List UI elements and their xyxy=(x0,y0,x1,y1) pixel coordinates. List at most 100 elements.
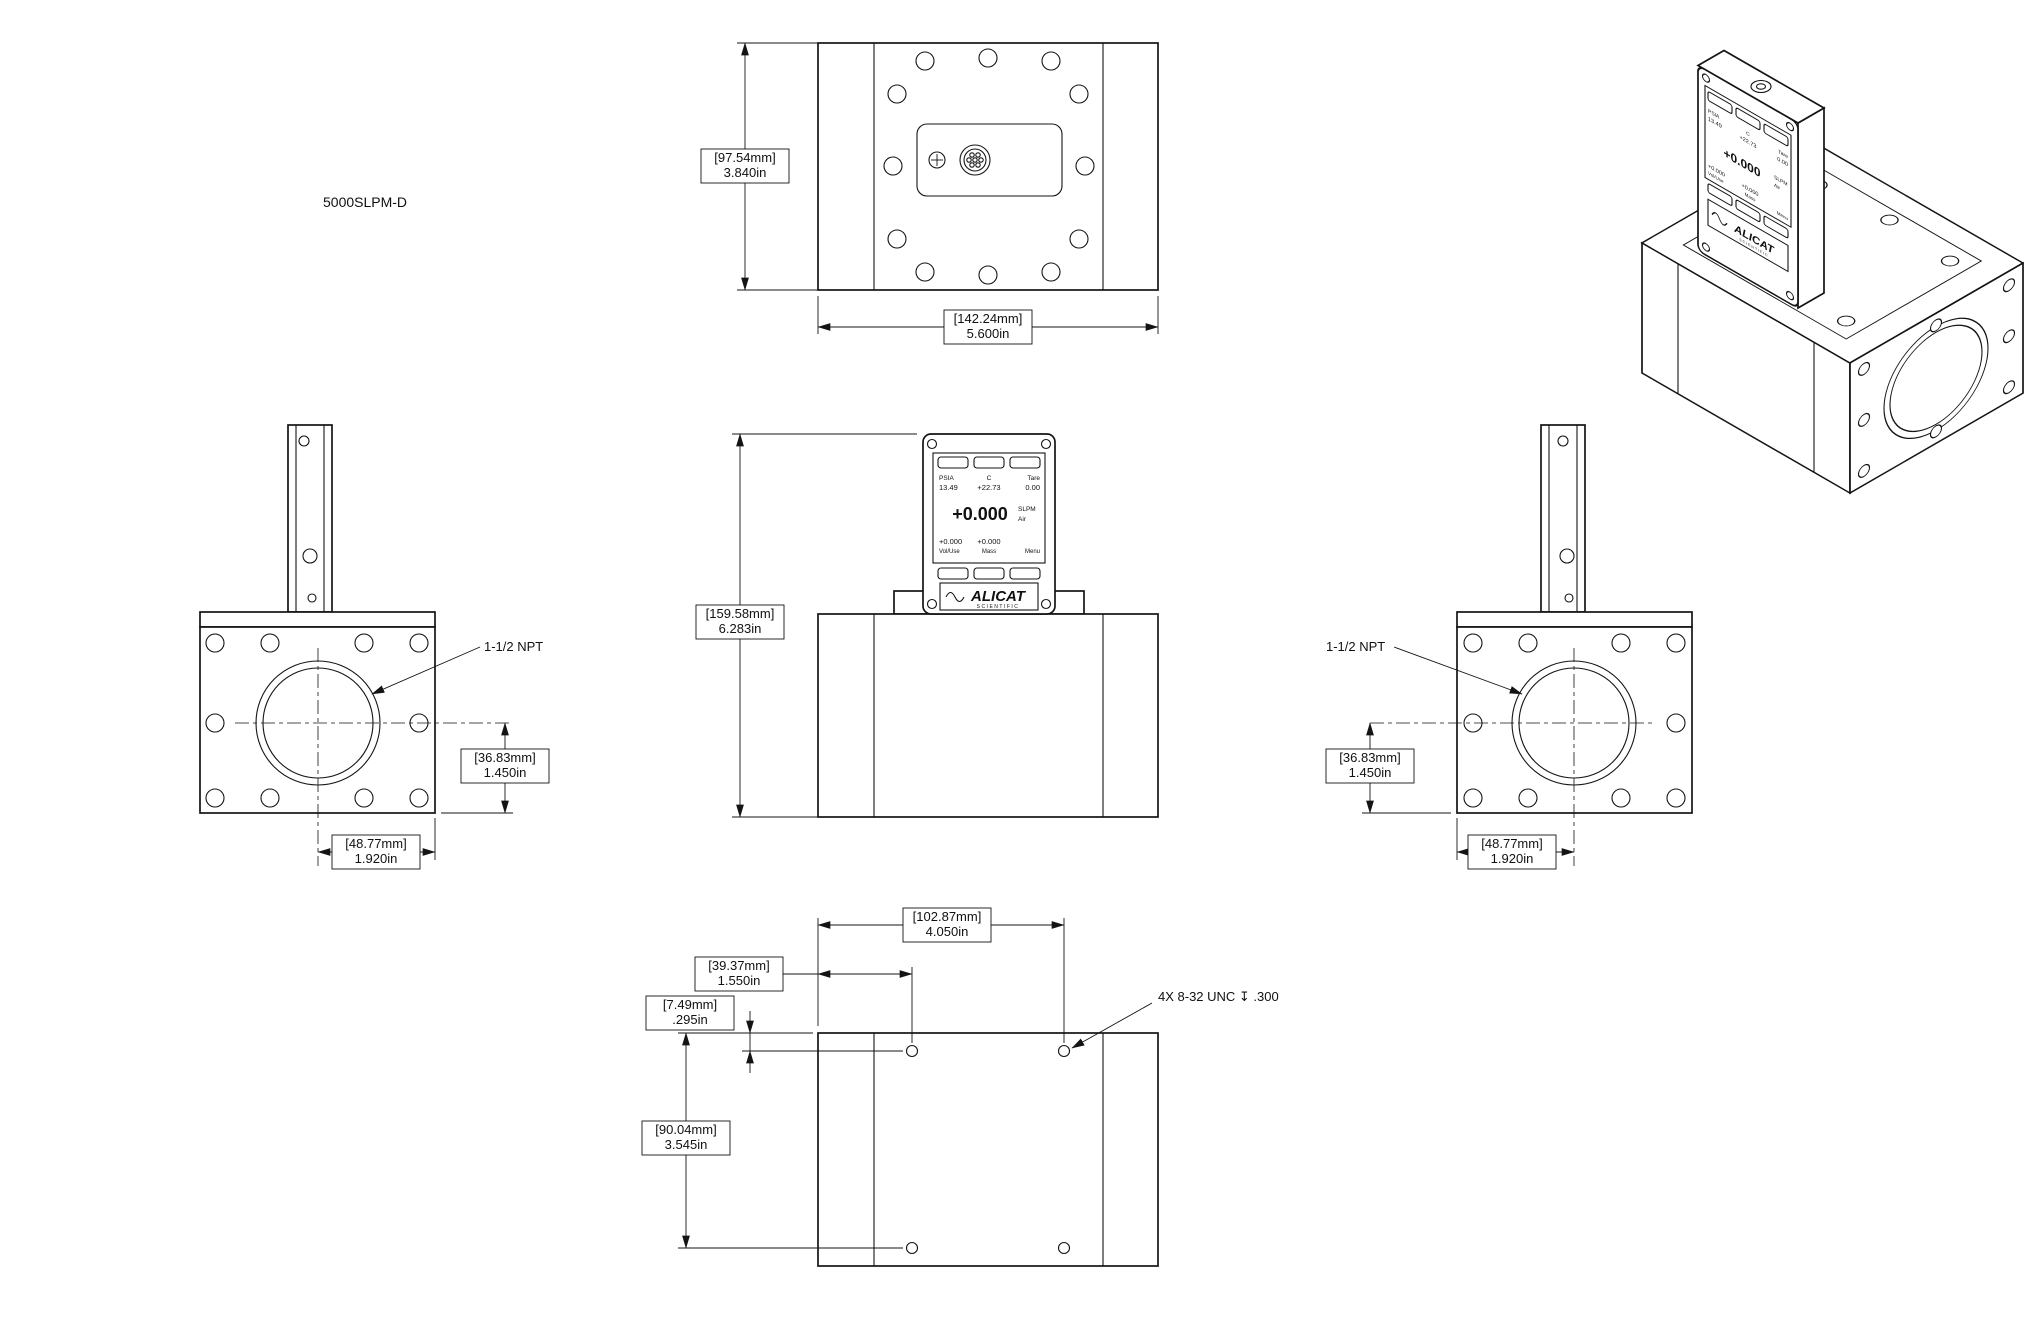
brand-sub: SCIENTIFIC xyxy=(977,604,1020,610)
soft-button xyxy=(1009,567,1041,580)
dim-text-in: 1.450in xyxy=(484,765,527,780)
lcd-screen xyxy=(1704,84,1792,229)
dim-text-mm: [36.83mm] xyxy=(1339,750,1400,765)
end-face-bolt-holes xyxy=(1463,633,1686,808)
bolt-hole xyxy=(2002,380,2016,395)
tab-hole xyxy=(1559,548,1575,564)
front-view-body-outline xyxy=(817,613,1159,818)
connector-plate xyxy=(916,123,1063,197)
top-connector xyxy=(1750,79,1772,94)
housing-screw xyxy=(1040,438,1052,450)
dim-text-in: 3.840in xyxy=(724,165,767,180)
dim-text-in: 5.600in xyxy=(967,326,1010,341)
menu-label: Menu xyxy=(1025,549,1040,555)
dim-hole-span: [102.87mm] 4.050in xyxy=(817,907,1065,1043)
left-side-view: 1-1/2 NPT [36.83mm] 1.450in [48.77mm] 1.… xyxy=(199,424,550,870)
isometric-view: PSIA C Tare 13.49 +22.73 0.00 +0.000 SLP… xyxy=(1640,49,2025,495)
tare-label: Tare xyxy=(1027,475,1040,482)
dim-hole-offset: [39.37mm] 1.550in xyxy=(694,956,913,1043)
dim-text-in: 1.920in xyxy=(355,851,398,866)
bolt-hole xyxy=(1518,633,1538,653)
flow-gas: Air xyxy=(1774,183,1780,192)
bolt-hole xyxy=(887,84,907,104)
bolt-hole xyxy=(1463,788,1483,808)
bolt-hole xyxy=(915,51,935,71)
pressure-label: PSIA xyxy=(1708,109,1720,121)
bolt-hole xyxy=(260,633,280,653)
dim-text-in: 1.450in xyxy=(1349,765,1392,780)
bolt-hole xyxy=(1857,412,1871,427)
tab-hole xyxy=(307,593,317,603)
bolt-hole xyxy=(354,633,374,653)
bolt-hole xyxy=(1611,788,1631,808)
bolt-hole xyxy=(1463,633,1483,653)
brand-plate xyxy=(939,582,1039,611)
tare-value: 0.00 xyxy=(1777,157,1788,169)
mounting-tab xyxy=(1540,424,1586,613)
npt-label: 1-1/2 NPT xyxy=(1326,639,1385,654)
soft-button xyxy=(973,567,1005,580)
top-connector-pin xyxy=(1755,83,1767,90)
tare-label: Tare xyxy=(1778,149,1788,160)
dim-text-mm: [48.77mm] xyxy=(345,836,406,851)
brand-plate xyxy=(1707,198,1789,273)
aux1-label: Vol/Use xyxy=(939,549,960,555)
bolt-hole xyxy=(1611,633,1631,653)
bolt-hole xyxy=(1940,255,1960,267)
brand-wave-icon xyxy=(945,591,965,603)
bolt-hole xyxy=(978,265,998,285)
tap-note: 4X 8-32 UNC ↧ .300 xyxy=(1158,989,1279,1004)
bolt-hole xyxy=(1069,229,1089,249)
dim-hole-edge: [7.49mm] .295in xyxy=(645,995,903,1073)
bottom-view: [102.87mm] 4.050in [39.37mm] 1.550in [7.… xyxy=(641,907,1279,1267)
pressure-label: PSIA xyxy=(939,475,954,482)
end-flange xyxy=(199,611,436,628)
lcd-screen xyxy=(932,452,1046,564)
dim-port-height: [36.83mm] 1.450in xyxy=(441,722,550,814)
iso-body-end-face xyxy=(1849,261,2024,495)
bolt-hole xyxy=(1075,156,1095,176)
end-flange xyxy=(1456,611,1693,628)
dim-text-mm: [102.87mm] xyxy=(913,909,982,924)
soft-button xyxy=(937,567,969,580)
dim-body-width: [97.54mm] 3.840in xyxy=(700,42,818,291)
bolt-hole xyxy=(409,788,429,808)
bolt-hole xyxy=(2002,329,2016,344)
bolt-hole xyxy=(205,788,225,808)
dim-body-length: [142.24mm] 5.600in xyxy=(817,296,1159,345)
tapped-hole xyxy=(905,1241,919,1255)
bolt-hole xyxy=(1041,262,1061,282)
soft-button xyxy=(1763,123,1789,147)
temp-label: C xyxy=(987,475,992,482)
brand-wave-icon xyxy=(1711,212,1728,226)
housing-screw xyxy=(1701,242,1711,252)
dim-text-in: 6.283in xyxy=(719,621,762,636)
tare-value: 0.00 xyxy=(1025,483,1040,492)
tab-hole xyxy=(298,435,310,447)
temp-value: +22.73 xyxy=(977,483,1000,492)
bolt-hole xyxy=(1666,633,1686,653)
bolt-hole xyxy=(1069,84,1089,104)
housing-screw xyxy=(1785,121,1795,132)
dim-port-height: [36.83mm] 1.450in xyxy=(1325,722,1451,814)
temp-label: C xyxy=(1746,131,1750,139)
tab-hole xyxy=(1564,593,1574,603)
soft-button xyxy=(1009,456,1041,469)
dim-port-offset: [48.77mm] 1.920in xyxy=(1456,818,1575,870)
brand-name: ALICAT xyxy=(970,588,1027,605)
tab-hole xyxy=(1557,435,1569,447)
menu-label: Menu xyxy=(1777,210,1789,222)
npt-callout: 1-1/2 NPT xyxy=(1326,639,1523,695)
iso-display-front-face: PSIA C Tare 13.49 +22.73 0.00 +0.000 SLP… xyxy=(1697,67,1799,307)
bolt-hole xyxy=(887,229,907,249)
right-side-view: 1-1/2 NPT [36.83mm] 1.450in [48.77mm] 1.… xyxy=(1325,424,1693,870)
display-head: PSIA C Tare 13.49 +22.73 0.00 +0.000 SLP… xyxy=(922,433,1056,615)
tab-hole xyxy=(302,548,318,564)
dim-text-in: .295in xyxy=(672,1012,707,1027)
flow-gas: Air xyxy=(1018,516,1027,523)
soft-button xyxy=(1763,215,1789,239)
tapped-hole xyxy=(905,1044,919,1058)
iso-display-side-face xyxy=(1797,106,1825,310)
bolt-hole xyxy=(1666,713,1686,733)
